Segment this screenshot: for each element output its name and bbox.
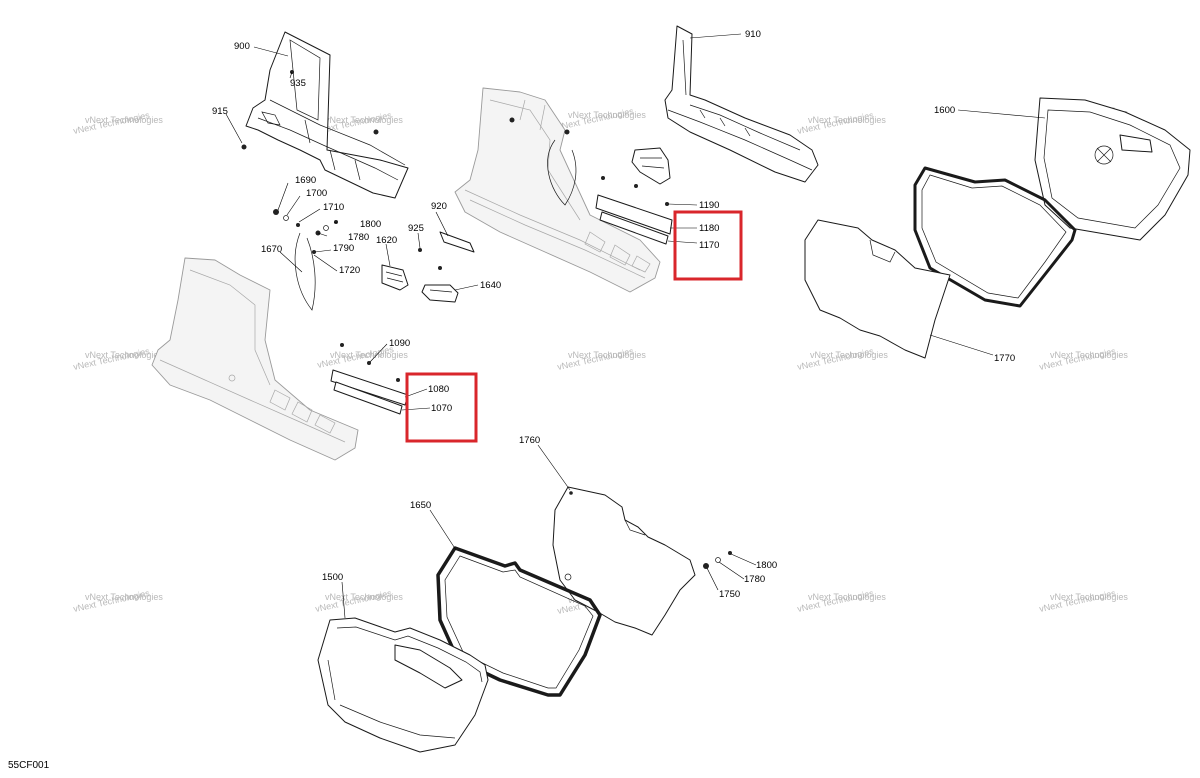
callout-1700: 1700 — [306, 188, 327, 199]
callout-1650: 1650 — [410, 500, 431, 511]
callout-1500: 1500 — [322, 572, 343, 583]
watermark-text: vNext Technologies — [808, 592, 886, 602]
watermark: vNext Technologies vNext Technologies — [796, 346, 888, 372]
callout-1620: 1620 — [376, 235, 397, 246]
callout-1080: 1080 — [428, 384, 449, 395]
door-seal-right — [913, 166, 1077, 308]
watermark-text: vNext Technologies — [810, 350, 888, 360]
part-1650-door-seal — [436, 546, 602, 697]
watermark-text: vNext Technologies — [325, 115, 403, 125]
watermark-text: vNext Technologies — [808, 115, 886, 125]
watermark-text: vNext Technologies — [330, 350, 408, 360]
watermark-text: vNext Technologies — [85, 350, 163, 360]
watermark-text: vNext Technologies — [568, 350, 646, 360]
watermark-text: vNext Technologies — [1050, 350, 1128, 360]
callout-1750: 1750 — [719, 589, 740, 600]
cable-harness — [509, 117, 577, 206]
callout-1170: 1170 — [699, 240, 719, 251]
hardware-cluster-upper — [273, 209, 338, 311]
watermark-text: vNext Technologies — [568, 110, 646, 120]
part-1640-handle — [421, 284, 459, 303]
callout-915: 915 — [212, 106, 228, 117]
part-1760-door-liner — [552, 486, 696, 636]
callout-1640: 1640 — [480, 280, 501, 291]
diagram-code: 55CF001 — [8, 760, 50, 771]
callout-1090: 1090 — [389, 338, 410, 349]
callout-1780-upper: 1780 — [348, 232, 369, 243]
part-1620-latch — [381, 264, 409, 291]
part-1600-door-shell — [1034, 97, 1191, 241]
floor-panel-left — [151, 257, 359, 461]
watermark: vNext Technologies vNext Technologies — [796, 110, 886, 136]
door-latch-bracket — [631, 147, 671, 185]
part-1070-sill-strip — [330, 343, 409, 415]
callout-1670: 1670 — [261, 244, 282, 255]
floor-panel-right — [454, 87, 661, 293]
watermark: vNext Technologies vNext Technologies — [1038, 346, 1128, 372]
leader-lines — [225, 33, 1046, 619]
watermark: vNext Technologies vNext Technologies — [314, 588, 403, 614]
callout-1720: 1720 — [339, 265, 360, 276]
watermark: vNext Technologies vNext Technologies — [556, 106, 646, 132]
callout-925: 925 — [408, 223, 424, 234]
part-1500-door-shell — [317, 617, 489, 753]
watermark-text: vNext Technologies — [85, 115, 163, 125]
watermark: vNext Technologies vNext Technologies — [556, 346, 646, 372]
fastener — [373, 129, 379, 135]
callout-910: 910 — [745, 29, 761, 40]
callout-1710: 1710 — [323, 202, 344, 213]
screw-915 — [241, 144, 247, 150]
watermark: vNext Technologies vNext Technologies — [72, 346, 163, 372]
watermark: vNext Technologies vNext Technologies — [72, 588, 163, 614]
highlight-box-1170-1180 — [673, 210, 743, 281]
watermark: vNext Technologies vNext Technologies — [72, 110, 163, 136]
callout-1780-lower: 1780 — [744, 574, 765, 585]
part-900-pillar-panel — [241, 31, 409, 199]
watermark-text: vNext Technologies — [85, 592, 163, 602]
callout-1790: 1790 — [333, 243, 354, 254]
watermark-text: vNext Technologies — [325, 592, 403, 602]
callout-1180: 1180 — [699, 223, 719, 234]
callout-1600: 1600 — [934, 105, 955, 116]
watermark-text: vNext Technologies — [1050, 592, 1128, 602]
callout-935: 935 — [290, 78, 306, 89]
part-1170-sill-strip — [595, 176, 673, 245]
part-1770-door-liner — [804, 219, 951, 359]
watermark: vNext Technologies vNext Technologies — [796, 588, 886, 614]
callout-labels: 900 935 915 910 1600 1690 1700 1710 1800… — [212, 29, 1015, 600]
part-910-rocker-rail — [664, 25, 819, 183]
part-920-bracket — [418, 231, 475, 270]
logo-emblem — [1094, 145, 1114, 165]
hardware-cluster-lower — [703, 551, 732, 569]
callout-1800-upper: 1800 — [360, 219, 381, 230]
callout-1690: 1690 — [295, 175, 316, 186]
callout-1190: 1190 — [699, 200, 719, 211]
callout-900: 900 — [234, 41, 250, 52]
highlight-box-1070-1080 — [405, 372, 478, 443]
watermark: vNext Technologies vNext Technologies — [1038, 588, 1128, 614]
callout-920: 920 — [431, 201, 447, 212]
callout-1770: 1770 — [994, 353, 1015, 364]
callout-1760: 1760 — [519, 435, 540, 446]
callout-1070: 1070 — [431, 403, 452, 414]
callout-1800-lower: 1800 — [756, 560, 777, 571]
